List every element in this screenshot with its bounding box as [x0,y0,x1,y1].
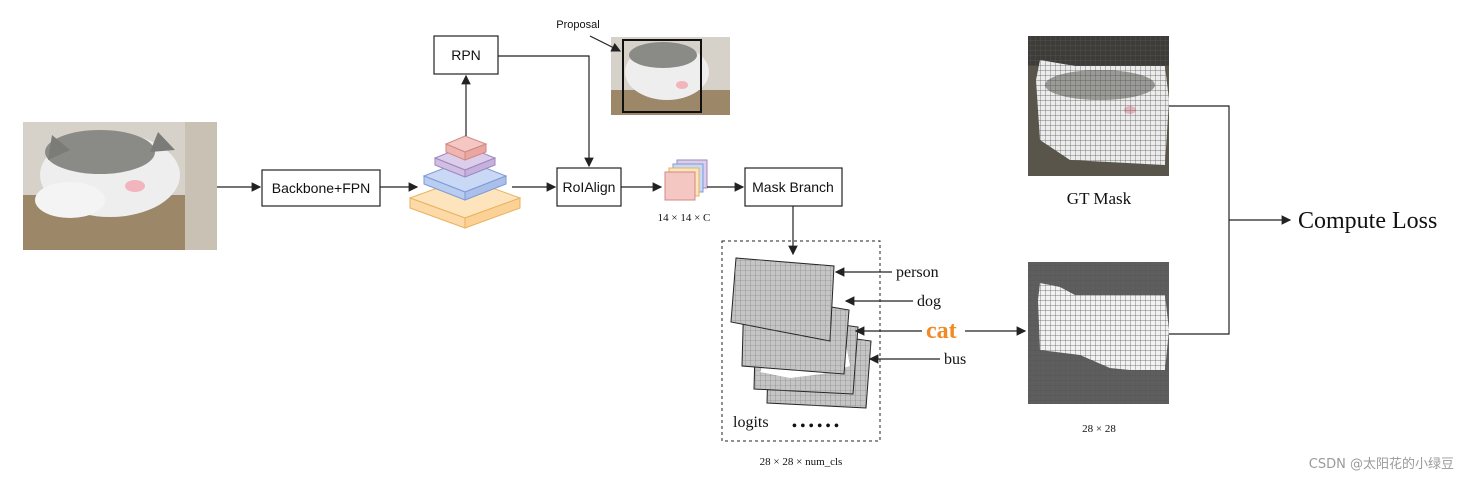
rpn-box [433,35,499,75]
proposal-label: Proposal [556,19,599,31]
roi-feature-dims: 14 × 14 × C [658,212,711,224]
class-label-cat: cat [926,318,957,344]
logit-layers [730,257,872,409]
mask-branch-label: Mask Branch [752,179,834,195]
fpn-pyramid [408,135,522,229]
pred-mask-dims: 28 × 28 [1082,423,1116,435]
logits-dims: 28 × 28 × num_cls [760,456,843,468]
roialign-label: RoIAlign [563,179,616,195]
logits-ellipsis: • • • • • • [792,419,839,434]
pred-mask-image [1028,262,1169,404]
class-label-dog: dog [917,293,941,310]
gt-mask-image [1028,36,1169,176]
gt-mask-label: GT Mask [1067,189,1132,208]
roi-feature-stack [664,159,708,201]
compute-loss-label: Compute Loss [1298,208,1437,234]
loss-connector [1169,105,1230,335]
class-label-person: person [896,264,939,281]
input-cat-image [23,122,217,250]
arrow-proposal [589,35,622,52]
logits-label: logits [733,414,769,431]
arrow-rpn-roialign [498,55,594,168]
backbone-fpn-label: Backbone+FPN [272,180,370,196]
logits-container [721,240,881,442]
backbone-fpn-box [261,169,381,207]
proposal-image [611,37,730,115]
class-label-bus: bus [944,351,966,368]
rpn-label: RPN [451,47,481,63]
watermark: CSDN @太阳花的小绿豆 [1309,456,1454,472]
